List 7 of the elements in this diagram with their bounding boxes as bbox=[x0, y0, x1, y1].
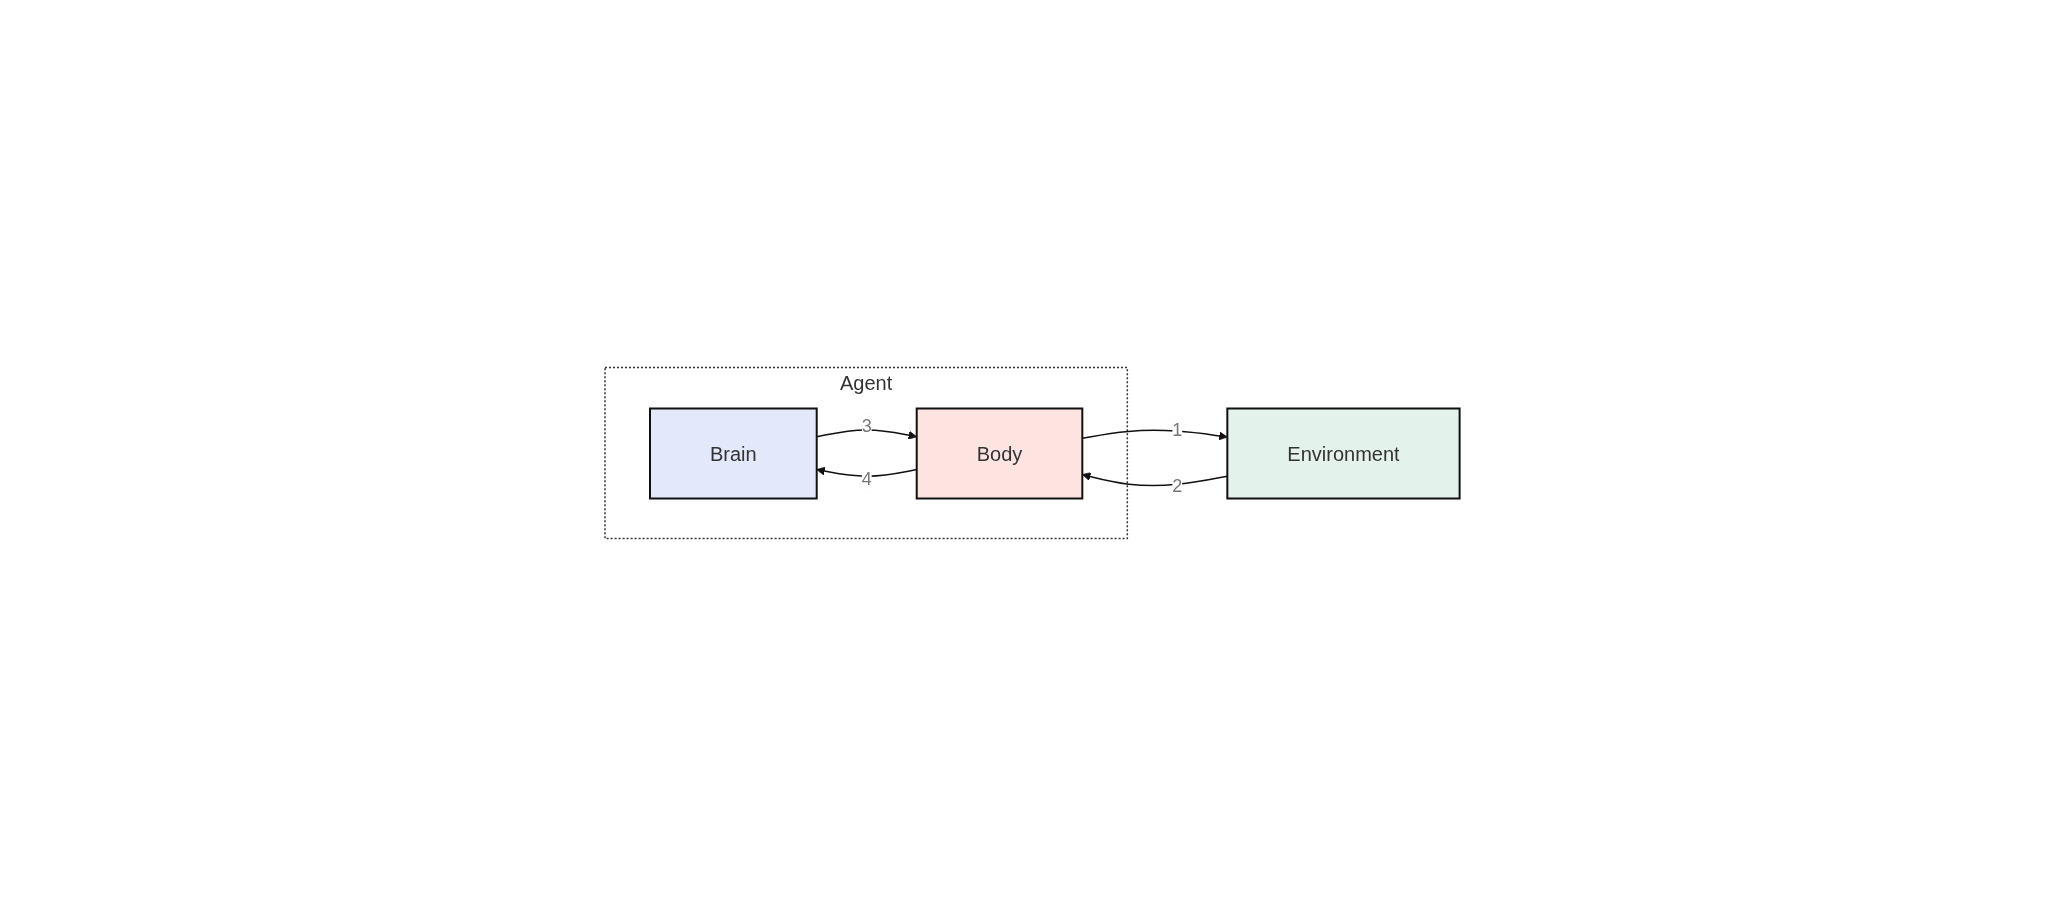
node-box: Environment bbox=[1226, 407, 1461, 499]
edge-label: 2 bbox=[1172, 475, 1183, 495]
edge-label: 4 bbox=[861, 468, 872, 489]
node-box: Brain bbox=[648, 407, 818, 499]
edge-label: 3 bbox=[861, 415, 872, 436]
node-box: Body bbox=[915, 407, 1083, 499]
edge-label: 1 bbox=[1172, 419, 1183, 439]
